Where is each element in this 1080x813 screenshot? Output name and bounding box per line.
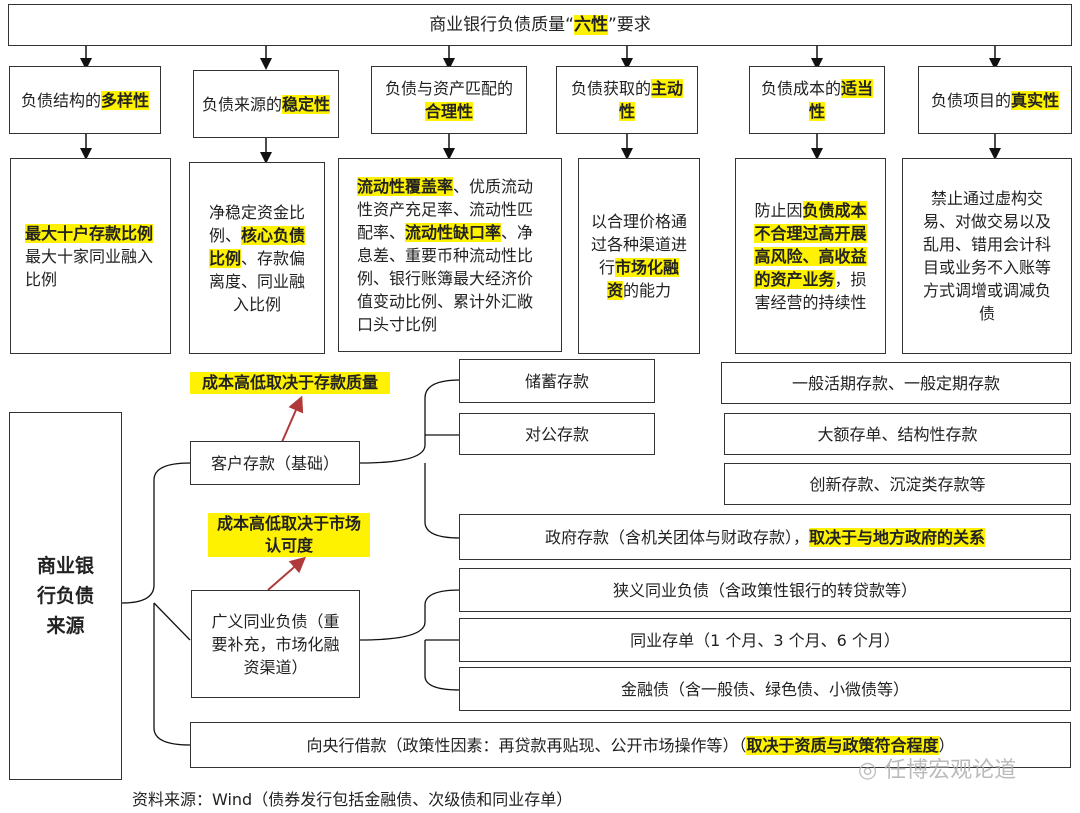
text-label: 最大十家同业融入比例 [25, 246, 154, 289]
text-label: ，损害经营的持续性 [754, 269, 867, 312]
root-box: 商业银行负债来源 [9, 412, 122, 780]
corporate-box: 对公存款 [459, 413, 655, 455]
text-label: 流动性缺口率 [405, 222, 502, 242]
text-label: ”要求 [608, 14, 651, 35]
text-label: 商业银行负债质量“ [429, 14, 574, 35]
brace-root-low [153, 603, 191, 746]
note-deposit: 成本高低取决于存款质量 [190, 372, 390, 394]
text-label: 商业银行负债来源 [36, 555, 94, 637]
interbank-item-1: 狭义同业负债（含政策性银行的转贷款等） [459, 568, 1071, 612]
criterion-box-5: 负债成本的适当性 [749, 66, 885, 134]
brace-interbank [359, 589, 461, 641]
interbank-box: 广义同业负债（重要补充，市场化融资渠道） [191, 590, 360, 698]
text-label: 负债成本的 [760, 79, 841, 98]
text-label: 的能力 [623, 281, 672, 300]
government-deposit-box: 政府存款（含机关团体与财政存款），取决于与地方政府的关系 [459, 514, 1071, 560]
criterion-highlight: 多样性 [101, 90, 150, 110]
criterion-box-2: 负债来源的稳定性 [193, 70, 339, 138]
detail-box-5: 防止因负债成本不合理过高开展高风险、高收益的资产业务，损害经营的持续性 [735, 158, 886, 354]
deposit-type-2: 大额存单、结构性存款 [724, 413, 1071, 455]
text-label: 、优质流动性资产充足率、流动性匹配率、 [357, 176, 534, 242]
wechat-icon: ◎ [858, 758, 878, 783]
brace-root-mid [153, 602, 191, 641]
text-label: 储蓄存款 [524, 371, 589, 391]
text-label: 负债结构的 [20, 90, 101, 110]
central-bank-box: 向央行借款（政策性因素：再贷款再贴现、公开市场操作等）（取决于资质与政策符合程度… [190, 722, 1071, 768]
text-label: ） [938, 735, 955, 755]
criterion-box-6: 负债项目的真实性 [918, 66, 1072, 134]
text-label: 、存款偏离度、同业融入比例 [208, 248, 306, 314]
criterion-box-3: 负债与资产匹配的合理性 [371, 66, 527, 134]
note-market: 成本高低取决于市场认可度 [208, 513, 370, 557]
text-label: 对公存款 [524, 424, 589, 444]
text-label: 负债来源的 [201, 94, 282, 114]
text-label: 向央行借款（政策性因素：再贷款再贴现、公开市场操作等）（ [306, 735, 747, 755]
brace-customer-low [424, 463, 461, 539]
text-label: 狭义同业负债（含政策性银行的转贷款等） [612, 580, 917, 600]
text-label: 流动性覆盖率 [357, 176, 454, 196]
text-label: 客户存款（基础） [210, 453, 339, 473]
text-label: 取决于与地方政府的关系 [809, 527, 986, 547]
title-text: 商业银行负债质量“六性”要求 [429, 14, 651, 37]
text-label: 任博宏观论道 [884, 758, 1017, 783]
criterion-highlight: 合理性 [424, 102, 473, 121]
text-label: 取决于资质与政策符合程度 [746, 735, 939, 755]
detail-box-2: 净稳定资金比例、核心负债比例、存款偏离度、同业融入比例 [189, 162, 325, 354]
interbank-item-3: 金融债（含一般债、绿色债、小微债等） [459, 667, 1071, 711]
detail-box-6: 禁止通过虚构交易、对做交易以及乱用、错用会计科目或业务不入账等方式调增或调减负债 [902, 158, 1072, 354]
detail-box-3: 流动性覆盖率、优质流动性资产充足率、流动性匹配率、流动性缺口率、净息差、重要币种… [338, 158, 562, 352]
brace-interbank-low [424, 640, 461, 691]
text-label: 、净息差、重要币种流动性比例、银行账簿最大经济价值变动比例、累计外汇敞口头寸比例 [357, 222, 534, 334]
text-label: 禁止通过虚构交易、对做交易以及乱用、错用会计科目或业务不入账等方式调增或调减负债 [922, 189, 1051, 323]
text-label: 以合理价格通过各种渠道进行 [591, 212, 688, 277]
text-label: 负债获取的 [570, 79, 651, 98]
text-label: 金融债（含一般债、绿色债、小微债等） [620, 679, 909, 699]
text-label: 同业存单（1 个月、3 个月、6 个月） [630, 630, 900, 650]
customer-deposit-box: 客户存款（基础） [190, 441, 360, 485]
text-label: 净稳定资金比例、 [208, 202, 305, 245]
criterion-box-1: 负债结构的多样性 [9, 66, 161, 134]
deposit-type-3: 创新存款、沉淀类存款等 [724, 463, 1071, 505]
brace-root [121, 462, 191, 604]
interbank-item-2: 同业存单（1 个月、3 个月、6 个月） [459, 618, 1071, 662]
criterion-highlight: 真实性 [1011, 90, 1060, 110]
title-box: 商业银行负债质量“六性”要求 [8, 4, 1072, 46]
brace-customer [359, 379, 461, 464]
source-note: 资料来源：Wind（债券发行包括金融债、次级债和同业存单） [132, 790, 573, 809]
text-label: 一般活期存款、一般定期存款 [791, 373, 1000, 393]
text-label: 创新存款、沉淀类存款等 [809, 474, 986, 494]
text-label: 最大十户存款比例 [25, 223, 154, 243]
savings-box: 储蓄存款 [459, 359, 655, 403]
criterion-highlight: 稳定性 [282, 94, 331, 114]
red-arrow-market [267, 556, 307, 591]
text-label: 政府存款（含机关团体与财政存款）， [544, 527, 809, 547]
detail-box-1: 最大十户存款比例最大十家同业融入比例 [10, 158, 171, 354]
title-highlight: 六性 [574, 14, 608, 35]
text-label: 负债与资产匹配的 [384, 79, 513, 98]
text-label: 防止因 [754, 200, 803, 220]
text-label: 大额存单、结构性存款 [817, 424, 978, 444]
deposit-type-1: 一般活期存款、一般定期存款 [721, 362, 1071, 404]
watermark: ◎ 任博宏观论道 [858, 752, 1016, 784]
text-label: 广义同业负债（重要补充，市场化融资渠道） [211, 611, 340, 677]
detail-box-4: 以合理价格通过各种渠道进行市场化融资的能力 [578, 158, 700, 354]
red-arrow-deposit [281, 395, 304, 443]
text-label: 负债项目的 [930, 90, 1011, 110]
criterion-box-4: 负债获取的主动性 [556, 66, 698, 134]
